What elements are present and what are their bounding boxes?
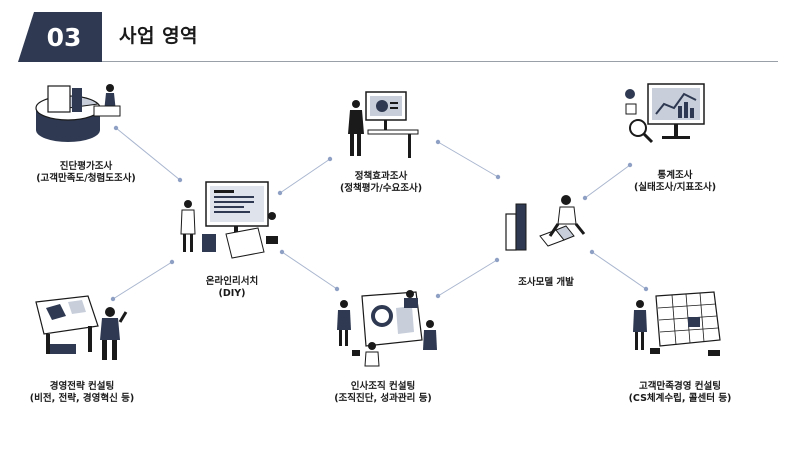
item-strategy-title: 경영전략 컨설팅 bbox=[49, 381, 115, 392]
strategy-map-illustration-icon bbox=[35, 295, 128, 360]
item-cs-title: 고객만족경영 컨설팅 bbox=[639, 381, 721, 392]
connector-online-hr bbox=[281, 251, 338, 290]
item-policy: 정책효과조사 (정책평가/수요조사) bbox=[340, 171, 422, 195]
item-model-title: 조사모델 개발 bbox=[518, 277, 574, 288]
item-online-subtitle: (DIY) bbox=[218, 288, 246, 299]
connector-online-policy bbox=[279, 158, 331, 194]
pie-chart-illustration-icon bbox=[35, 84, 121, 142]
section-number-badge: 03 bbox=[18, 12, 102, 62]
item-strategy-subtitle: (비전, 전략, 경영혁신 등) bbox=[29, 393, 135, 404]
item-policy-subtitle: (정책평가/수요조사) bbox=[339, 183, 423, 194]
cs-calendar-illustration-icon bbox=[633, 291, 721, 356]
connector-diagnosis-online bbox=[115, 127, 181, 181]
section-title: 사업 영역 bbox=[119, 25, 199, 47]
section-header: 03 사업 영역 bbox=[0, 0, 800, 70]
item-diagnosis-title: 진단평가조사 bbox=[59, 161, 113, 172]
item-policy-title: 정책효과조사 bbox=[354, 171, 408, 182]
connector-policy-model bbox=[437, 141, 499, 178]
item-hr-title: 인사조직 컨설팅 bbox=[350, 381, 416, 392]
model-development-illustration-icon bbox=[505, 195, 586, 251]
connector-model-statistics bbox=[584, 164, 631, 199]
item-hr-subtitle: (조직진단, 성과관리 등) bbox=[334, 393, 432, 404]
item-diagnosis: 진단평가조사 (고객만족도/청렴도조사) bbox=[36, 161, 136, 185]
header-divider bbox=[102, 61, 778, 62]
item-diagnosis-subtitle: (고객만족도/청렴도조사) bbox=[36, 173, 136, 184]
hr-organization-illustration-icon bbox=[337, 290, 437, 367]
item-cs: 고객만족경영 컨설팅 (CS체계수립, 콜센터 등) bbox=[629, 381, 732, 405]
statistics-monitor-illustration-icon bbox=[625, 83, 705, 144]
item-strategy: 경영전략 컨설팅 (비전, 전략, 경영혁신 등) bbox=[30, 381, 134, 405]
online-research-illustration-icon bbox=[180, 181, 278, 259]
connector-model-cs bbox=[591, 251, 647, 290]
item-online-title: 온라인리서치 bbox=[205, 276, 259, 287]
section-number: 03 bbox=[46, 22, 82, 52]
item-hr: 인사조직 컨설팅 (조직진단, 성과관리 등) bbox=[334, 381, 432, 405]
item-cs-subtitle: (CS체계수립, 콜센터 등) bbox=[628, 393, 732, 404]
item-online: 온라인리서치 (DIY) bbox=[206, 276, 258, 300]
item-statistics-title: 통계조사 bbox=[657, 170, 693, 181]
connector-hr-model bbox=[437, 259, 498, 297]
connector-online-strategy bbox=[112, 261, 173, 300]
item-statistics-subtitle: (실태조사/지표조사) bbox=[633, 182, 717, 193]
monitor-desk-illustration-icon bbox=[348, 91, 419, 158]
item-model: 조사모델 개발 bbox=[518, 277, 574, 289]
item-statistics: 통계조사 (실태조사/지표조사) bbox=[634, 170, 716, 194]
